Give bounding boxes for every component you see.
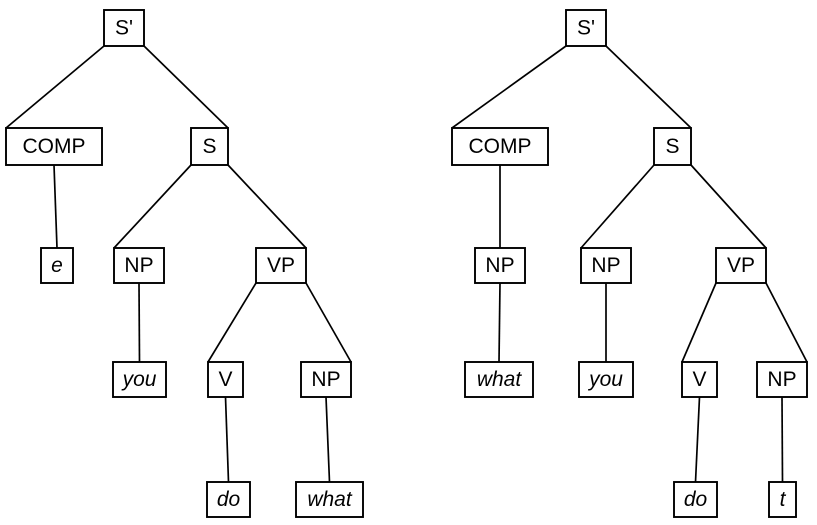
branch-line	[451, 45, 567, 129]
node-label: what	[477, 368, 523, 391]
tree-node-t[interactable]: t	[768, 481, 797, 518]
branch-line	[580, 164, 655, 249]
node-label: VP	[727, 254, 755, 277]
node-box[interactable]	[580, 247, 632, 284]
branch-line	[325, 396, 331, 483]
node-box[interactable]	[451, 127, 549, 166]
node-label: do	[217, 488, 241, 511]
node-label: VP	[267, 254, 295, 277]
node-label: S	[665, 135, 679, 158]
tree-node-np[interactable]: NP	[756, 361, 808, 398]
tree-node-np[interactable]: NP	[580, 247, 632, 284]
tree-node-do[interactable]: do	[673, 481, 718, 518]
node-box[interactable]	[653, 127, 692, 166]
node-box[interactable]	[578, 361, 634, 398]
tree-node-e[interactable]: e	[40, 247, 74, 284]
node-box[interactable]	[255, 247, 307, 284]
node-box[interactable]	[673, 481, 718, 518]
node-box[interactable]	[768, 481, 797, 518]
branch-lines-layer	[5, 45, 808, 483]
node-label: do	[684, 488, 708, 511]
node-label: COMP	[469, 135, 532, 158]
node-box[interactable]	[207, 361, 244, 398]
node-label: S'	[577, 17, 595, 40]
node-box[interactable]	[206, 481, 251, 518]
node-box[interactable]	[190, 127, 229, 166]
tree-node-comp[interactable]: COMP	[451, 127, 549, 166]
node-label: NP	[591, 254, 620, 277]
tree-node-np[interactable]: NP	[300, 361, 352, 398]
branch-line	[605, 45, 692, 129]
node-box[interactable]	[464, 361, 534, 398]
node-box[interactable]	[112, 361, 167, 398]
node-box[interactable]	[103, 9, 145, 47]
node-label: t	[780, 488, 787, 511]
node-label: NP	[124, 254, 153, 277]
node-box[interactable]	[113, 247, 165, 284]
node-label: NP	[767, 368, 796, 391]
branch-line	[224, 396, 230, 483]
node-label: you	[121, 368, 157, 391]
branch-line	[781, 396, 784, 483]
node-box[interactable]	[295, 481, 364, 518]
tree-node-v[interactable]: V	[207, 361, 244, 398]
tree-node-s[interactable]: S	[653, 127, 692, 166]
branch-line	[305, 282, 352, 363]
node-label: V	[218, 368, 232, 391]
node-label: e	[51, 254, 63, 277]
branch-line	[765, 282, 808, 363]
node-box[interactable]	[300, 361, 352, 398]
tree-node-what[interactable]: what	[464, 361, 534, 398]
branch-line	[694, 396, 701, 483]
node-box[interactable]	[40, 247, 74, 284]
tree-node-you[interactable]: you	[112, 361, 167, 398]
node-label: S	[202, 135, 216, 158]
node-label: what	[307, 488, 353, 511]
tree-node-v[interactable]: V	[681, 361, 718, 398]
tree-node-what[interactable]: what	[295, 481, 364, 518]
tree-node-np[interactable]: NP	[113, 247, 165, 284]
branch-line	[5, 45, 105, 129]
tree-node-sbar[interactable]: S'	[103, 9, 145, 47]
tree-node-do[interactable]: do	[206, 481, 251, 518]
branch-line	[227, 164, 307, 249]
tree-node-vp[interactable]: VP	[715, 247, 767, 284]
branch-line	[143, 45, 229, 129]
branch-line	[498, 282, 501, 363]
node-label: NP	[485, 254, 514, 277]
node-label: you	[587, 368, 623, 391]
tree-node-sbar[interactable]: S'	[565, 9, 607, 47]
branch-line	[138, 282, 141, 363]
node-label: NP	[311, 368, 340, 391]
tree-node-comp[interactable]: COMP	[5, 127, 103, 166]
node-box[interactable]	[756, 361, 808, 398]
branch-line	[53, 164, 58, 249]
node-box[interactable]	[681, 361, 718, 398]
tree-node-vp[interactable]: VP	[255, 247, 307, 284]
tree-node-you[interactable]: you	[578, 361, 634, 398]
branch-line	[113, 164, 192, 249]
tree-node-np[interactable]: NP	[474, 247, 526, 284]
node-box[interactable]	[474, 247, 526, 284]
node-label: V	[692, 368, 706, 391]
node-box[interactable]	[5, 127, 103, 166]
branch-line	[690, 164, 767, 249]
node-box[interactable]	[715, 247, 767, 284]
tree-node-s[interactable]: S	[190, 127, 229, 166]
node-box[interactable]	[565, 9, 607, 47]
branch-line	[681, 282, 717, 363]
node-label: COMP	[23, 135, 86, 158]
branch-line	[207, 282, 257, 363]
node-label: S'	[115, 17, 133, 40]
